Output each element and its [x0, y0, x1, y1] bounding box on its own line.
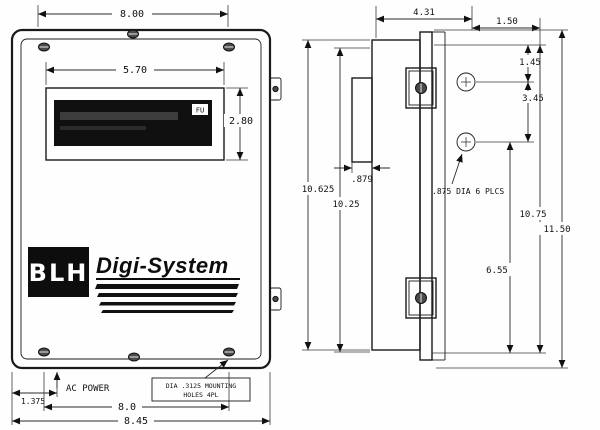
- dim-overall-height: 11.50: [536, 30, 578, 368]
- mount-block-bottom: [405, 277, 437, 319]
- dim-label-879: .879: [351, 175, 373, 185]
- dim-label-10-75: 10.75: [519, 210, 546, 220]
- blh-logo-text: BLH: [29, 259, 89, 287]
- note-mounting-line2: HOLES 4PL: [183, 391, 218, 399]
- brand-text: Digi-System: [96, 253, 229, 278]
- dim-depth: 4.31: [375, 6, 473, 38]
- label-ac-power: AC POWER: [66, 384, 110, 394]
- enclosure-outline: [10, 28, 272, 370]
- screw-bottom-right: [223, 347, 235, 357]
- dim-label-3-45: 3.45: [522, 94, 544, 104]
- dim-label-5-70: 5.70: [123, 65, 147, 76]
- dim-label-6-55: 6.55: [486, 266, 508, 276]
- back-plate: [419, 31, 433, 361]
- screw-top-center: [127, 29, 139, 39]
- latch-top: [269, 77, 282, 101]
- dim-ac-offset: 1.375: [11, 372, 58, 425]
- dim-display-width: 5.70: [45, 62, 225, 85]
- dim-overall-width: 8.45: [12, 372, 271, 427]
- front-dimensions: 8.00 5.70 2.80 1.375 AC POWER: [11, 5, 271, 427]
- dim-label-10-25: 10.25: [332, 200, 359, 210]
- callout-ac-power: AC POWER: [53, 372, 110, 394]
- screw-top-right: [223, 42, 235, 52]
- dim-flange-height: 10.75: [512, 45, 554, 353]
- dim-door-depth: .879: [334, 162, 390, 185]
- mount-block-top: [405, 67, 437, 109]
- dim-hole-span: 8.0: [43, 372, 230, 413]
- dim-hole-offset-bottom: 6.55: [480, 142, 514, 353]
- lcd-screen: [54, 100, 212, 146]
- screw-bottom-left: [38, 347, 50, 357]
- screw-top-left: [38, 42, 50, 52]
- dim-label-10-625: 10.625: [302, 185, 335, 195]
- dim-flange-offset: 1.50: [472, 15, 541, 48]
- door-outline: [20, 38, 262, 360]
- dim-body-height: 10.625: [294, 39, 370, 351]
- lcd-tag-box: [192, 104, 208, 115]
- note-flange-holes: .875 DIA 6 PLCS: [432, 153, 504, 196]
- dim-label-1-375: 1.375: [21, 397, 45, 406]
- side-dimensions: 4.31 1.50 10.625 10.25: [294, 6, 578, 369]
- note-mounting-line1: DIA .3125 MOUNTING: [166, 382, 237, 390]
- dim-label-2-80: 2.80: [229, 116, 253, 127]
- dim-hole-spacing: 3.45: [518, 82, 548, 142]
- flange-hole-top: [456, 72, 476, 92]
- dim-label-8-00: 8.00: [120, 9, 144, 20]
- dim-label-4-31: 4.31: [413, 8, 435, 18]
- lcd-glare: [60, 112, 178, 120]
- note-holes-label: .875 DIA 6 PLCS: [432, 187, 504, 196]
- side-door-bump: [351, 77, 373, 163]
- lcd-tag-label: FU: [196, 107, 204, 115]
- flange-hole-bottom: [456, 132, 476, 152]
- lcd-glare-2: [60, 126, 146, 130]
- blh-logo-box: [28, 247, 89, 297]
- dim-label-1-50: 1.50: [496, 17, 518, 27]
- dim-door-height: 10.25: [326, 47, 370, 353]
- latch-bottom: [269, 287, 282, 311]
- dim-front-top-width: 8.00: [37, 5, 229, 27]
- side-view: [351, 31, 476, 361]
- front-view: FU BLH Digi-System: [10, 28, 282, 370]
- side-body: [371, 39, 421, 351]
- dim-display-height: 2.80: [224, 87, 258, 161]
- screw-bottom-center: [128, 352, 140, 362]
- brand-stripes: [95, 284, 239, 313]
- dim-label-11-50: 11.50: [543, 225, 570, 235]
- dim-label-8-0: 8.0: [118, 402, 136, 413]
- dim-label-1-45: 1.45: [519, 58, 541, 68]
- dim-label-8-45: 8.45: [124, 416, 148, 427]
- note-mounting-holes: DIA .3125 MOUNTING HOLES 4PL: [151, 359, 251, 402]
